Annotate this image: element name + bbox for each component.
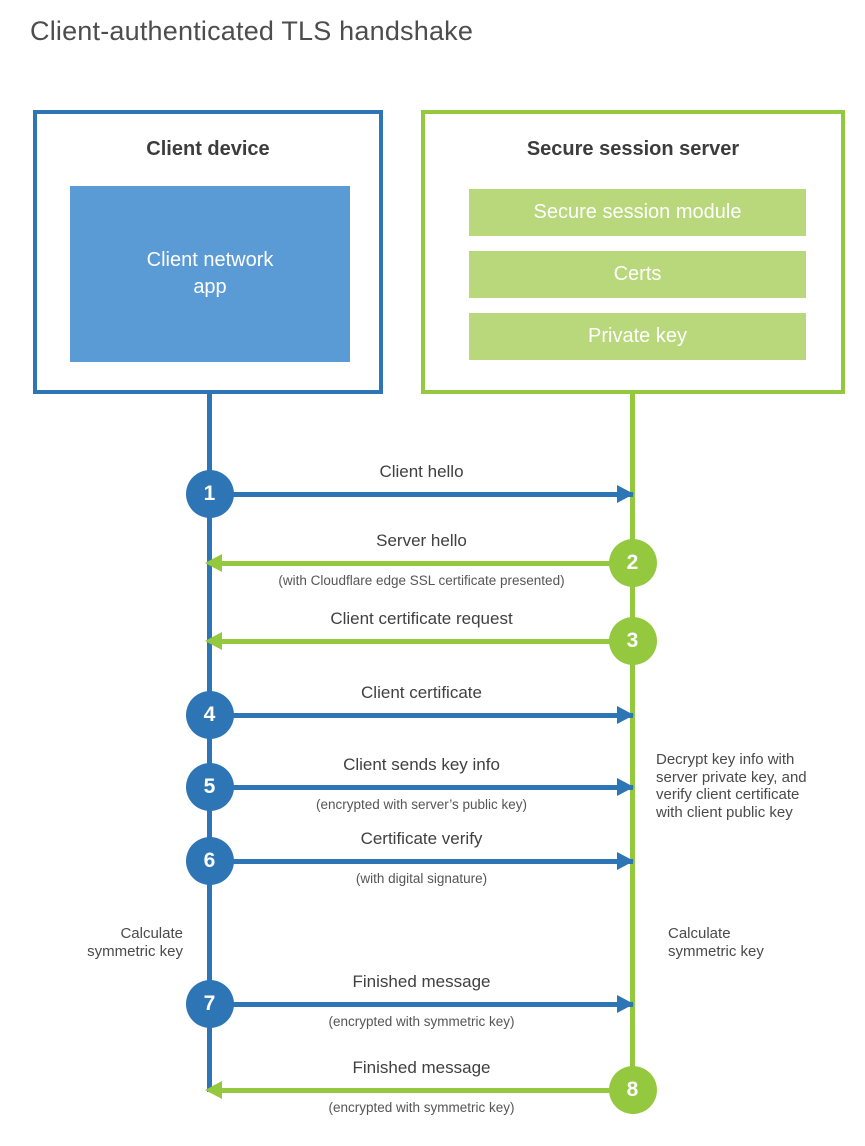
step-1-label: Client hello — [379, 462, 464, 481]
step-6-circle: 6 — [185, 837, 234, 885]
client-device-box: Client device Client network app — [33, 110, 383, 394]
step-8-arrowhead-icon — [205, 1081, 222, 1099]
step-8-sublabel: (encrypted with symmetric key) — [328, 1100, 515, 1115]
server-lifeline — [630, 393, 635, 1092]
step-4-label: Client certificate — [361, 683, 482, 702]
server-calculate-symmetric-key-note: Calculate symmetric key — [668, 925, 764, 960]
step-3-arrowhead-icon — [205, 632, 222, 650]
secure-session-server-box: Secure session server Secure session mod… — [421, 110, 845, 394]
step-6-label: Certificate verify — [360, 829, 483, 848]
step-5-circle: 5 — [185, 763, 234, 811]
server-component-secure-session-module: Secure session module — [469, 189, 806, 236]
step-3-label: Client certificate request — [330, 609, 513, 628]
step-5-sublabel: (encrypted with server’s public key) — [315, 797, 528, 812]
step-6-arrowhead-icon — [617, 852, 634, 870]
step-2-arrowhead-icon — [205, 554, 222, 572]
step-4-arrow-line — [210, 712, 633, 718]
server-box-title: Secure session server — [526, 138, 740, 160]
step-5-arrowhead-icon — [617, 778, 634, 796]
step-5-arrow-line — [210, 784, 633, 790]
step-6-sublabel: (with digital signature) — [355, 871, 488, 886]
client-box-title: Client device — [146, 138, 270, 160]
step-1-arrow-line — [210, 491, 633, 497]
step-8-arrow-line — [210, 1087, 633, 1093]
step-4-circle: 4 — [185, 691, 234, 739]
step-2-arrow-line — [210, 560, 633, 566]
server-component-certs: Certs — [469, 251, 806, 298]
client-network-app-box: Client network app — [70, 186, 350, 362]
step-8-label: Finished message — [352, 1058, 491, 1077]
step-1-circle: 1 — [185, 470, 234, 518]
step-4-arrowhead-icon — [617, 706, 634, 724]
step-3-circle: 3 — [608, 617, 657, 665]
step-1-arrowhead-icon — [617, 485, 634, 503]
step-2-sublabel: (with Cloudflare edge SSL certificate pr… — [278, 573, 565, 588]
step-5-label: Client sends key info — [343, 755, 500, 774]
step-7-label: Finished message — [352, 972, 491, 991]
step-7-sublabel: (encrypted with symmetric key) — [328, 1014, 515, 1029]
step-8-circle: 8 — [608, 1066, 657, 1114]
step-2-circle: 2 — [608, 539, 657, 587]
step-7-arrowhead-icon — [617, 995, 634, 1013]
step-2-label: Server hello — [376, 531, 467, 550]
client-calculate-symmetric-key-note: Calculate symmetric key — [87, 925, 183, 960]
step-7-arrow-line — [210, 1001, 633, 1007]
page-title: Client-authenticated TLS handshake — [30, 16, 474, 46]
step-3-arrow-line — [210, 638, 633, 644]
step-7-circle: 7 — [185, 980, 234, 1028]
client-lifeline — [207, 393, 212, 1092]
step-6-arrow-line — [210, 858, 633, 864]
server-component-private-key: Private key — [469, 313, 806, 360]
server-decrypt-note: Decrypt key info with server private key… — [656, 751, 807, 822]
